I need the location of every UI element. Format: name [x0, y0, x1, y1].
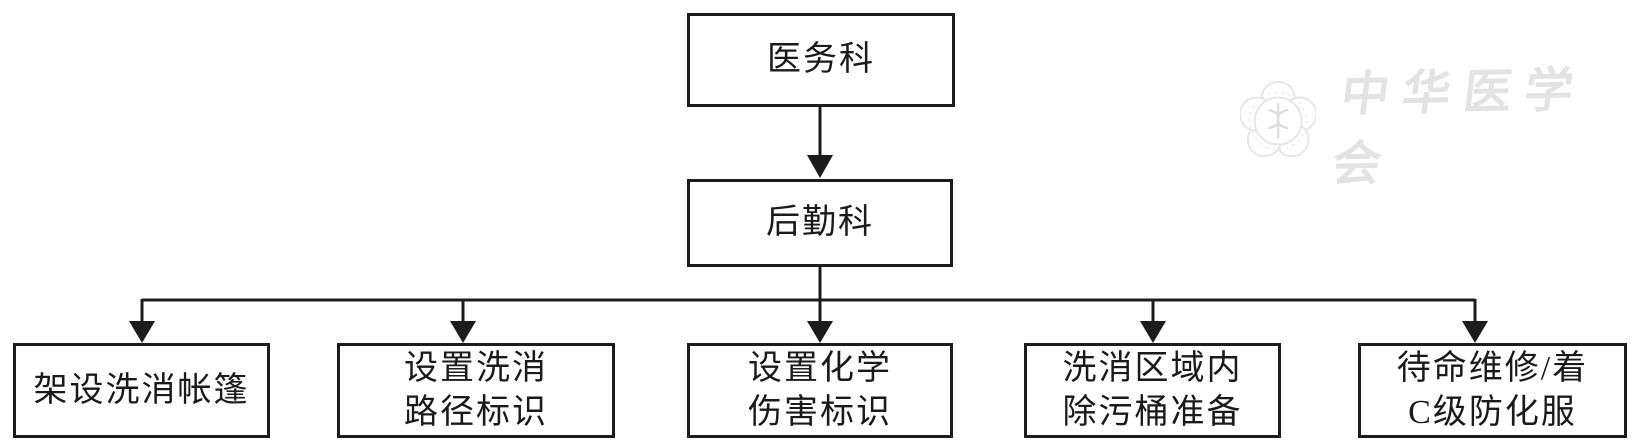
node-label-line2: 路径标识 — [404, 393, 548, 431]
node-label-line2: 伤害标识 — [748, 393, 892, 431]
node-label: 医务科 — [767, 41, 875, 78]
node-decon-bucket-prep[interactable]: 洗消区域内 除污桶准备 — [1024, 343, 1281, 438]
connector-root-to-mid — [807, 107, 833, 178]
connector-bar-to-leaf5 — [1462, 299, 1488, 343]
node-logistics[interactable]: 后勤科 — [687, 179, 953, 267]
node-label-line1: 设置洗消 — [404, 349, 548, 387]
connector-bar-to-leaf2 — [450, 299, 476, 343]
node-label-line2: 除污桶准备 — [1062, 393, 1243, 431]
node-label-line1: 洗消区域内 — [1062, 349, 1243, 387]
node-decon-path-signs[interactable]: 设置洗消 路径标识 — [337, 343, 615, 438]
node-setup-decon-tent[interactable]: 架设洗消帐篷 — [13, 343, 270, 438]
node-medical-affairs[interactable]: 医务科 — [687, 13, 955, 107]
connector-bar-to-leaf1 — [129, 299, 155, 343]
node-label: 架设洗消帐篷 — [33, 371, 250, 409]
node-label: 后勤科 — [766, 204, 874, 241]
node-standby-repair-protective-suit[interactable]: 待命维修/着 C级防化服 — [1358, 343, 1627, 438]
node-label-line2: C级防化服 — [1408, 393, 1577, 431]
node-label-line1: 待命维修/着 — [1396, 349, 1589, 387]
node-chemical-hazard-signs[interactable]: 设置化学 伤害标识 — [687, 343, 953, 438]
connector-bar-to-leaf4 — [1140, 299, 1166, 343]
node-label-line1: 设置化学 — [748, 349, 892, 387]
connector-bar-to-leaf3 — [807, 321, 833, 343]
